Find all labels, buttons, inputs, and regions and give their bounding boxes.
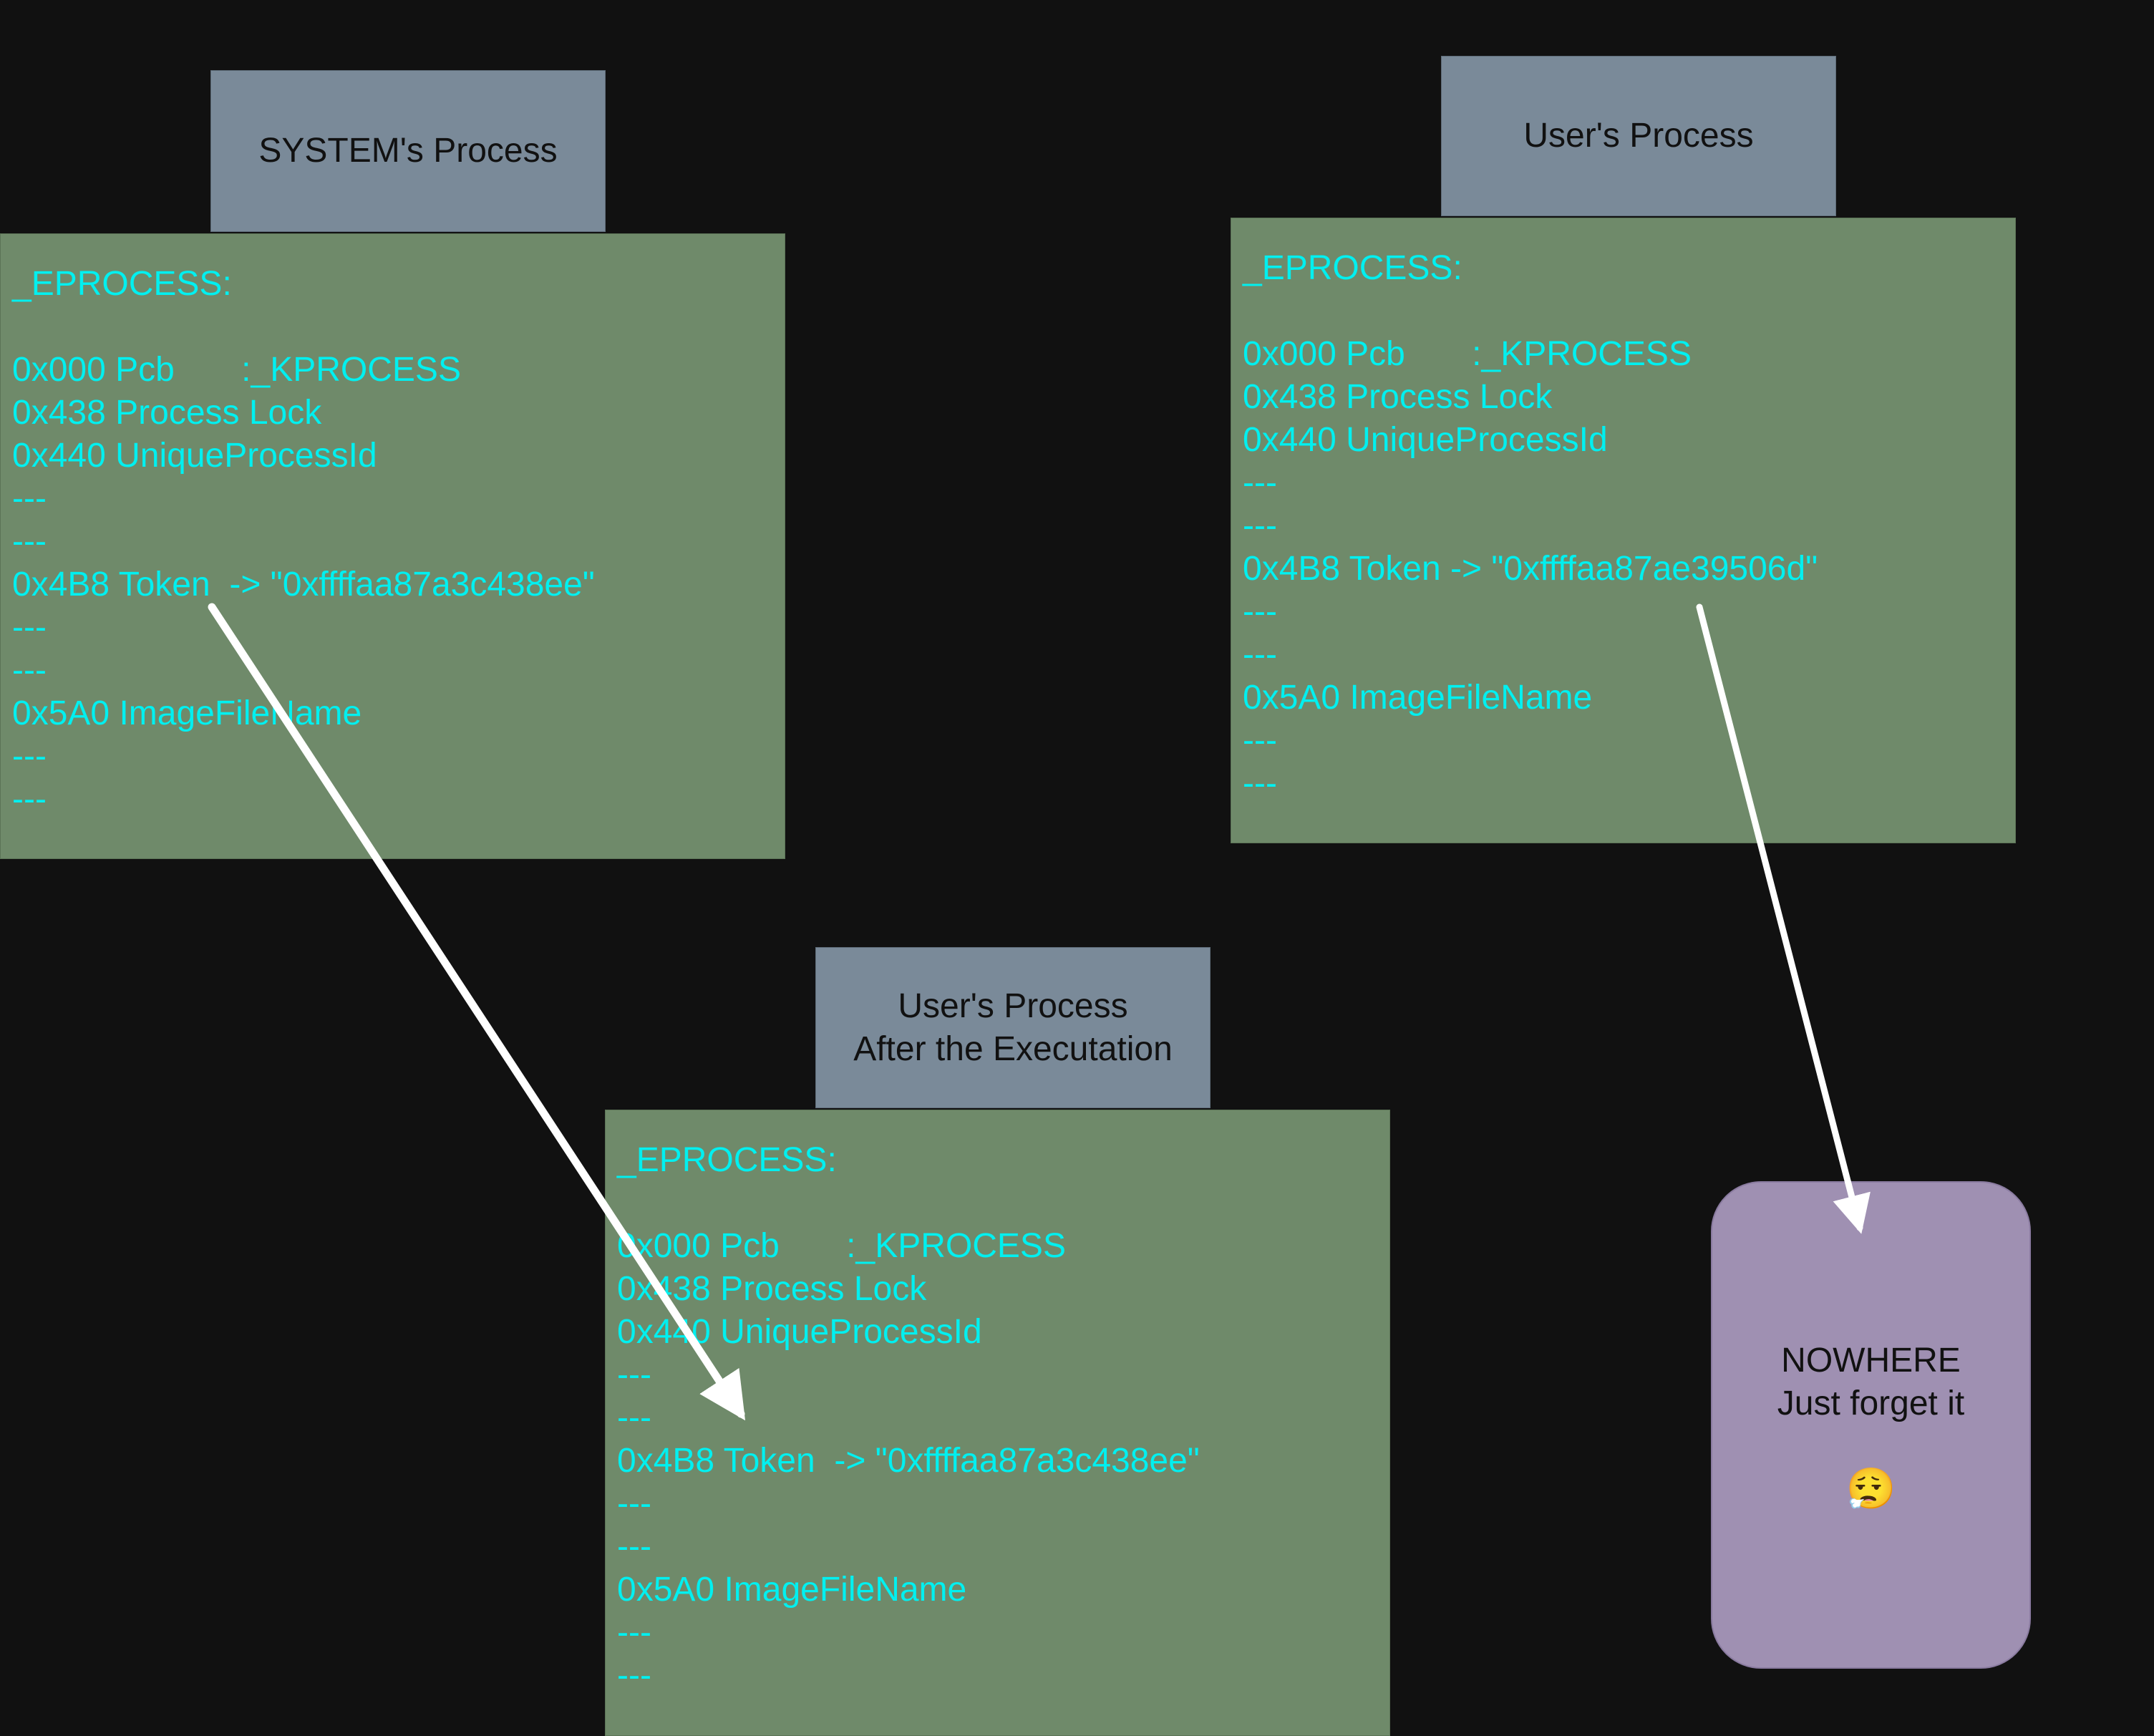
field-separator: ---	[617, 1657, 651, 1694]
nowhere-subtitle: Just forget it	[1777, 1384, 1965, 1422]
field-unique-process-id: 0x440 UniqueProcessId	[12, 437, 377, 475]
field-separator: ---	[1243, 507, 1277, 545]
field-separator: ---	[12, 480, 47, 518]
field-token: 0x4B8 Token -> "0xffffaa87ae39506d"	[1243, 550, 1818, 588]
field-image-file-name: 0x5A0 ImageFileName	[1243, 679, 1593, 717]
field-separator: ---	[12, 780, 47, 818]
field-token: 0x4B8 Token -> "0xffffaa87a3c438ee"	[12, 566, 595, 603]
field-separator: ---	[12, 523, 47, 561]
field-separator: ---	[617, 1399, 651, 1437]
field-separator: ---	[617, 1485, 651, 1523]
field-separator: ---	[1243, 593, 1277, 631]
field-process-lock: 0x438 Process Lock	[617, 1270, 927, 1308]
field-separator: ---	[12, 737, 47, 775]
user-process-label: User's Process	[1441, 56, 1836, 216]
nowhere-title: NOWHERE	[1781, 1341, 1961, 1379]
field-separator: ---	[1243, 765, 1277, 802]
field-pcb: 0x000 Pcb :_KPROCESS	[12, 351, 461, 389]
field-image-file-name: 0x5A0 ImageFileName	[617, 1571, 967, 1609]
system-process-label: SYSTEM's Process	[210, 70, 606, 232]
field-image-file-name: 0x5A0 ImageFileName	[12, 694, 362, 732]
field-separator: ---	[617, 1528, 651, 1566]
field-process-lock: 0x438 Process Lock	[1243, 378, 1553, 416]
field-pcb: 0x000 Pcb :_KPROCESS	[1243, 335, 1692, 373]
nowhere-box: NOWHERE Just forget it 😮‍💨	[1711, 1181, 2031, 1669]
field-unique-process-id: 0x440 UniqueProcessId	[1243, 421, 1608, 459]
eprocess-header: _EPROCESS:	[1243, 249, 1462, 287]
field-separator: ---	[617, 1356, 651, 1394]
eprocess-header: _EPROCESS:	[617, 1141, 837, 1179]
field-separator: ---	[617, 1614, 651, 1652]
user-eprocess-box: _EPROCESS: 0x000 Pcb :_KPROCESS 0x438 Pr…	[1231, 218, 2016, 843]
field-separator: ---	[1243, 636, 1277, 674]
field-separator: ---	[1243, 722, 1277, 760]
field-process-lock: 0x438 Process Lock	[12, 394, 322, 432]
user-after-eprocess-box: _EPROCESS: 0x000 Pcb :_KPROCESS 0x438 Pr…	[605, 1110, 1390, 1736]
exhale-face-icon: 😮‍💨	[1845, 1465, 1896, 1513]
field-separator: ---	[12, 608, 47, 646]
field-pcb: 0x000 Pcb :_KPROCESS	[617, 1227, 1066, 1265]
field-separator: ---	[1243, 464, 1277, 502]
field-token: 0x4B8 Token -> "0xffffaa87a3c438ee"	[617, 1442, 1200, 1480]
user-process-after-label: User's Process After the Executation	[815, 947, 1211, 1108]
eprocess-header: _EPROCESS:	[12, 265, 232, 303]
field-separator: ---	[12, 651, 47, 689]
field-unique-process-id: 0x440 UniqueProcessId	[617, 1313, 982, 1351]
system-eprocess-box: _EPROCESS: 0x000 Pcb :_KPROCESS 0x438 Pr…	[0, 233, 785, 859]
